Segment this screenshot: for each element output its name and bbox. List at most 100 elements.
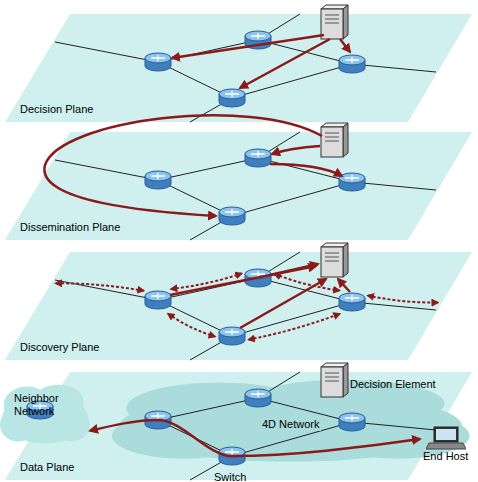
link-line [158,40,258,62]
router-arrows [345,295,359,301]
server-side [343,123,348,157]
server-slot [325,381,339,382]
router-arrows [225,329,239,335]
link-line [190,336,232,360]
laptop-display [436,429,456,440]
link-line [158,420,232,456]
router-arrows [225,449,239,455]
link-line [258,252,300,278]
server-slot [325,261,339,262]
router-arrows [225,209,239,215]
server-top [321,123,348,127]
discovery-arrow [368,296,438,303]
link-line [55,280,158,300]
router-body [339,60,365,73]
router-top [145,411,171,421]
router-body [145,58,171,71]
router-top [339,413,365,423]
network-label: 4D Network [260,418,321,431]
router-icon [339,55,365,73]
plane-fill [5,252,472,360]
link-line [258,278,352,302]
router-icon [219,207,245,225]
plane-fill [5,14,472,122]
router-body [245,154,271,167]
router-arrows [151,413,165,419]
router-icon [145,53,171,71]
router-arrows [33,403,47,409]
router-body [145,296,171,309]
router-top [27,401,53,411]
router-body [245,394,271,407]
router-arrows [251,33,265,39]
link-line [55,42,158,62]
link-line [158,180,232,216]
link-line [352,64,436,72]
laptop-screen [434,427,458,442]
cloud-shape [112,380,469,462]
router-arrows [151,293,165,299]
link-line [158,278,258,300]
link-line [232,182,352,216]
link-line [258,372,300,398]
data-path [90,420,420,456]
router-body [339,418,365,431]
cloud-lobe [119,392,462,462]
link-line [352,182,436,190]
router-top [219,447,245,457]
link-line [158,62,232,98]
router-body [339,178,365,191]
router-icon [145,171,171,189]
router-icon [219,89,245,107]
link-line [55,160,158,180]
server-slot [325,15,339,16]
plane-band: Decision Plane [0,2,478,124]
router-body [219,212,245,225]
router-icon [245,389,271,407]
router-top [145,291,171,301]
router-top [219,327,245,337]
router-icon [339,413,365,431]
router-top [245,149,271,159]
router-arrows [345,57,359,63]
router-arrows [251,271,265,277]
report-arrow [338,279,350,292]
router-arrows [345,175,359,181]
discovery-arrow [168,314,215,337]
router-icon [145,411,171,429]
server-icon [321,123,348,157]
server-slot [325,137,339,138]
server-front [321,9,343,39]
router-arrows [225,91,239,97]
router-icon [245,31,271,49]
plane-fill [5,372,472,480]
router-icon [27,401,53,419]
plane-illustration [55,5,436,122]
server-slot [325,133,339,134]
router-body [27,406,53,419]
router-top [245,31,271,41]
router-icon [219,327,245,345]
router-icon [145,291,171,309]
server-side [343,363,348,397]
network-cloud: Neighbor Network [0,382,90,448]
router-icon [245,149,271,167]
network-label: Neighbor Network [14,392,76,418]
server-slot [325,373,339,374]
router-top [219,89,245,99]
router-icon [219,447,245,465]
plane-label: Data Plane [20,461,74,474]
plane-illustration [27,363,436,480]
router-body [245,36,271,49]
router-top [145,171,171,181]
router-top [245,389,271,399]
link-line [232,302,352,336]
device-label: Switch [214,471,246,482]
link-line [258,398,352,422]
plane-band: Dissemination Plane [0,120,478,242]
router-arrows [151,173,165,179]
discovery-arrow [275,274,340,291]
server-slot [325,257,339,258]
label-anchor: Switch [214,467,246,482]
